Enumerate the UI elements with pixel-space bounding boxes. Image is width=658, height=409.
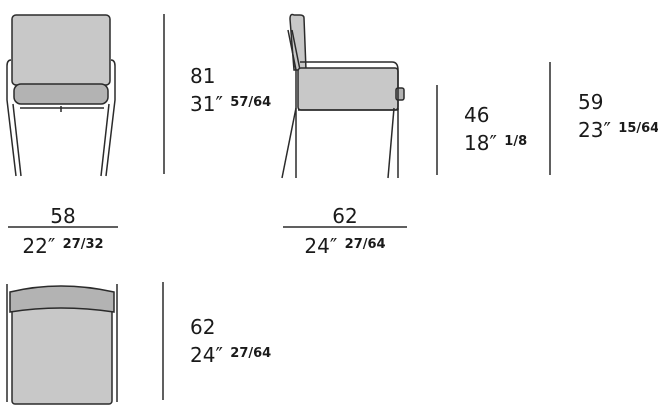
front-right-frame <box>105 59 116 177</box>
side-seat-cushion <box>297 67 399 111</box>
side-back-frame <box>287 29 301 178</box>
arm-height-inch: 23″ 15/64 <box>578 118 658 142</box>
side-view-chair <box>281 13 405 179</box>
arm-height-label: 59 23″ 15/64 <box>578 92 658 140</box>
top-depth-label: 62 24″ 27/64 <box>190 317 271 365</box>
arm-height-cm: 59 <box>578 90 604 114</box>
front-backrest <box>11 14 111 86</box>
seat-height-label: 46 18″ 1/8 <box>464 105 527 153</box>
front-height-cm: 81 <box>190 64 216 88</box>
front-width-cm: 58 <box>50 204 76 228</box>
seat-height-inch: 18″ 1/8 <box>464 131 528 155</box>
front-left-leg <box>12 103 22 177</box>
top-depth-inch: 24″ 27/64 <box>190 343 272 367</box>
front-view-chair <box>6 14 116 177</box>
front-width-label: 58 22″ 27/32 <box>8 206 118 256</box>
side-arm-pad <box>395 87 405 101</box>
side-depth-label: 62 24″ 27/64 <box>283 206 407 256</box>
top-view-chair <box>6 284 118 405</box>
top-seat-cushion <box>11 297 113 405</box>
front-height-label: 81 31″ 57/64 <box>190 66 271 114</box>
side-depth-cm: 62 <box>332 204 358 228</box>
front-seat-cushion <box>13 83 109 105</box>
front-height-inch: 31″ 57/64 <box>190 92 272 116</box>
front-right-leg <box>100 103 110 177</box>
front-width-inch: 22″ 27/32 <box>22 234 104 258</box>
side-depth-inch: 24″ 27/64 <box>304 234 386 258</box>
side-front-leg <box>387 107 395 179</box>
top-backrest <box>9 285 115 313</box>
seat-height-cm: 46 <box>464 103 490 127</box>
front-left-frame <box>6 59 17 177</box>
top-depth-cm: 62 <box>190 315 216 339</box>
side-rear-leg <box>281 107 297 179</box>
side-arm-frame <box>300 61 399 110</box>
